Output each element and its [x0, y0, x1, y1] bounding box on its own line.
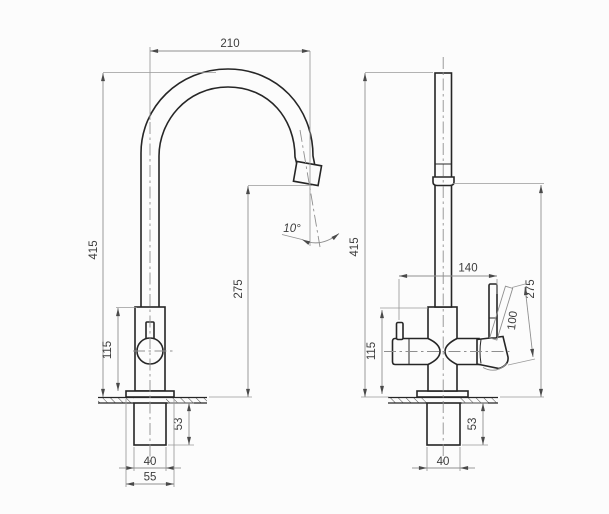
- dim-side-body-height: 115: [366, 307, 428, 394]
- side-base-flange: [416, 390, 469, 398]
- dim-label-115-side: 115: [366, 342, 378, 360]
- side-counter-hatch-left: [388, 397, 427, 403]
- side-counter-hatch-right: [460, 397, 498, 403]
- dim-label-53-side: 53: [467, 418, 479, 431]
- dim-front-base-width: 55: [125, 399, 175, 487]
- dim-label-275-front: 275: [233, 279, 245, 298]
- dim-label-55-front: 55: [144, 472, 157, 484]
- dim-label-140: 140: [458, 263, 477, 275]
- dim-front-total-height: 415: [88, 72, 216, 397]
- side-view: 415 275 140 100 115: [349, 57, 544, 471]
- dim-side-shank-width: 40: [412, 447, 475, 471]
- dim-label-415-side: 415: [349, 237, 361, 256]
- dim-label-115-front: 115: [102, 341, 114, 359]
- side-small-lever: [395, 321, 404, 341]
- front-view: 210 415 275 115 53: [88, 38, 340, 487]
- dim-label-415-front: 415: [88, 240, 100, 259]
- side-mixer-lever: [488, 283, 498, 339]
- dim-front-spout-clearance: 275: [209, 185, 312, 398]
- dim-label-210: 210: [220, 38, 239, 50]
- front-faucet: [125, 68, 323, 446]
- dim-spout-angle: 10°: [281, 223, 340, 245]
- dim-label-100: 100: [506, 310, 520, 331]
- spout-arch-outer: [140, 68, 316, 308]
- dim-front-shank-width: 40: [119, 447, 181, 471]
- dim-label-40-front: 40: [144, 456, 157, 468]
- dim-label-40-side: 40: [437, 456, 450, 468]
- dim-front-shank-length: 53: [168, 402, 194, 446]
- dim-side-shank-length: 53: [462, 402, 488, 446]
- dim-front-body-height: 115: [102, 307, 137, 391]
- mixer-housing: [476, 335, 509, 370]
- lever-phantom-position: [489, 285, 514, 341]
- front-counter-hatch-right: [166, 397, 207, 403]
- dim-label-53-front: 53: [173, 418, 185, 431]
- front-counter-hatch-left: [98, 397, 134, 403]
- dim-label-angle: 10°: [283, 223, 301, 235]
- front-counter: [98, 396, 207, 404]
- side-faucet: [391, 72, 514, 446]
- spout-arch-inner: [158, 86, 298, 308]
- dim-side-handle-span: 140: [398, 263, 498, 320]
- dim-side-total-height: 415: [349, 72, 433, 398]
- housing-phantom-arc: [482, 363, 508, 371]
- dim-label-275-side: 275: [525, 279, 537, 298]
- dim-front-spout-width: 210: [149, 38, 310, 120]
- dim-side-handle-length: 100: [506, 283, 536, 366]
